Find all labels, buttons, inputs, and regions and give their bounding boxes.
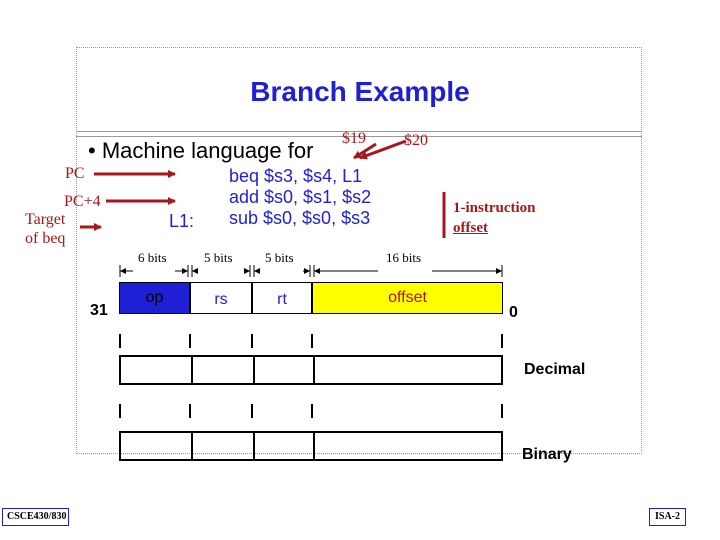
label-decimal: Decimal [524, 361, 586, 378]
code-line-beq: beq $s3, $s4, L1 [229, 166, 363, 186]
width-rs: 5 bits [204, 250, 233, 265]
bullet-line: • Machine language for [88, 138, 313, 164]
label-binary: Binary [522, 446, 572, 463]
ruler-arrowheads [120, 268, 502, 274]
field-rt: rt [252, 282, 312, 314]
width-op: 6 bits [138, 250, 167, 265]
footer-page: ISA-2 [649, 508, 686, 526]
field-offset: offset [312, 282, 503, 314]
code-line-sub: sub $s0, $s0, $s3 [229, 208, 371, 228]
binary-divider-3 [313, 433, 315, 459]
bit-31: 31 [90, 302, 108, 319]
title-rule-bottom [76, 136, 642, 137]
bit-0: 0 [509, 304, 518, 321]
decimal-divider-2 [253, 357, 255, 383]
brace-note-line1: 1-instruction [453, 200, 536, 216]
annotation-s19: $19 [342, 130, 366, 147]
row-ticks [119, 334, 503, 418]
width-rulers [119, 265, 503, 277]
bullet-dot: • [88, 138, 96, 163]
field-rs: rs [190, 282, 252, 314]
brace-note-line2: offset [453, 220, 488, 236]
slide-title: Branch Example [250, 76, 470, 107]
decimal-divider-3 [313, 357, 315, 383]
code-block: beq $s3, $s4, L1 add $s0, $s1, $s2 sub $… [229, 166, 371, 229]
code-line-add: add $s0, $s1, $s2 [229, 187, 372, 207]
slide-frame [76, 47, 642, 454]
brace-note: 1-instruction offset [453, 198, 536, 238]
binary-divider-2 [253, 433, 255, 459]
field-op: op [119, 282, 190, 314]
label-target: Target of beq [25, 210, 65, 248]
label-target-line2: of beq [25, 230, 66, 247]
decimal-divider-1 [191, 357, 193, 383]
label-pc: PC [65, 165, 85, 182]
arrow-s20 [359, 139, 407, 160]
field-offset-label: offset [388, 289, 427, 306]
label-pc4: PC+4 [64, 193, 101, 210]
footer-course: CSCE430/830 [2, 508, 69, 526]
label-l1: L1: [169, 211, 195, 231]
binary-divider-1 [191, 433, 193, 459]
decimal-row [119, 355, 503, 385]
bullet-text: Machine language for [101, 138, 314, 163]
binary-row [119, 431, 503, 461]
label-target-line1: Target [25, 211, 66, 228]
field-op-label: op [145, 289, 164, 306]
title-rule-top [76, 131, 642, 132]
width-rt: 5 bits [265, 250, 294, 265]
field-rs-label: rs [214, 291, 228, 308]
arrow-s19 [353, 142, 377, 160]
width-offset: 16 bits [386, 250, 422, 265]
field-rt-label: rt [277, 291, 287, 308]
annotation-s20: $20 [404, 132, 428, 149]
